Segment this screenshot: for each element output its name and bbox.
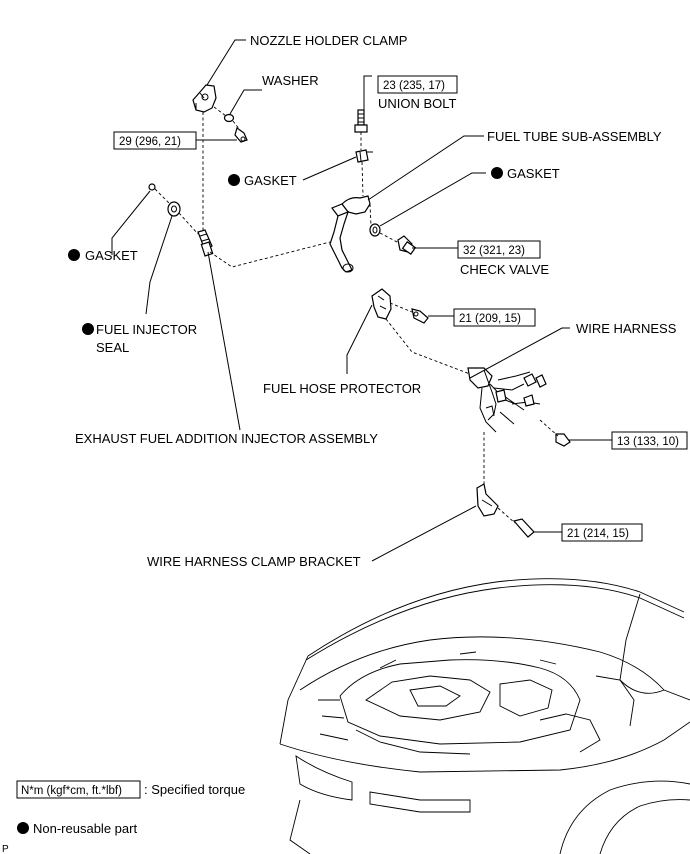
clamp-bolt-part — [234, 127, 248, 143]
wire-harness-part — [467, 367, 547, 433]
label-fuel-injector-seal-line2: SEAL — [96, 340, 129, 355]
label-fuel-injector-seal-line1: FUEL INJECTOR — [96, 322, 197, 337]
torque-protector-bolt: 21 (209, 15) — [453, 308, 536, 327]
fuel-tube-part — [329, 195, 371, 273]
label-gasket-union: GASKET — [244, 173, 297, 188]
torque-union-bolt: 23 (235, 17) — [377, 75, 458, 94]
legend-nonreusable-desc: Non-reusable part — [33, 821, 137, 836]
protector-bolt-part — [411, 308, 429, 324]
torque-harness-bolt-text: 13 (133, 10) — [617, 436, 679, 448]
label-check-valve: CHECK VALVE — [460, 262, 549, 277]
torque-nozzle-clamp: 29 (296, 21) — [113, 131, 237, 150]
nonreusable-icon-gasket-union — [228, 174, 240, 186]
union-gasket-part — [355, 149, 369, 163]
legend-torque-box-text: N*m (kgf*cm, ft.*lbf) — [21, 785, 122, 797]
label-fuel-tube: FUEL TUBE SUB-ASSEMBLY — [487, 129, 662, 144]
torque-nozzle-clamp-text: 29 (296, 21) — [119, 136, 181, 148]
nozzle-holder-clamp-part — [192, 84, 217, 113]
torque-protector-bolt-text: 21 (209, 15) — [459, 313, 521, 325]
torque-bracket-bolt: 21 (214, 15) — [561, 523, 643, 542]
legend-torque-desc: : Specified torque — [144, 782, 245, 797]
washer-part — [223, 113, 235, 123]
nonreusable-icon-gasket-injector — [68, 249, 80, 261]
torque-harness-bolt: 13 (133, 10) — [611, 431, 688, 450]
car-front-illustration — [279, 578, 690, 854]
assembly-lines — [154, 106, 559, 524]
label-gasket-check: GASKET — [507, 166, 560, 181]
nonreusable-icon-gasket-check — [491, 167, 503, 179]
label-washer: WASHER — [262, 73, 319, 88]
label-union-bolt: UNION BOLT — [378, 96, 457, 111]
torque-union-bolt-text: 23 (235, 17) — [383, 80, 445, 92]
union-bolt-part — [354, 109, 368, 133]
legend: N*m (kgf*cm, ft.*lbf) : Specified torque… — [16, 780, 245, 836]
torque-check-valve: 32 (321, 23) — [457, 240, 541, 259]
check-valve-part — [397, 235, 417, 255]
label-gasket-injector: GASKET — [85, 248, 138, 263]
fuel-hose-protector-part — [371, 288, 392, 320]
check-valve-gasket-part — [369, 223, 381, 237]
label-nozzle-holder-clamp: NOZZLE HOLDER CLAMP — [250, 33, 407, 48]
nonreusable-legend-icon — [17, 822, 29, 834]
label-clamp-bracket: WIRE HARNESS CLAMP BRACKET — [147, 554, 361, 569]
nonreusable-icon-injector-seal — [82, 323, 94, 335]
injector-gasket-part — [148, 183, 156, 191]
page-marker: P — [2, 844, 9, 854]
bracket-bolt-part — [512, 518, 535, 538]
leader-lines — [111, 39, 612, 562]
torque-bracket-bolt-text: 21 (214, 15) — [567, 528, 629, 540]
clamp-bracket-part — [476, 483, 499, 517]
label-fuel-hose-protector: FUEL HOSE PROTECTOR — [263, 381, 421, 396]
fuel-injector-seal-part — [167, 201, 181, 217]
harness-bolt-part — [555, 433, 571, 447]
torque-check-valve-text: 32 (321, 23) — [463, 245, 525, 257]
label-exhaust-injector: EXHAUST FUEL ADDITION INJECTOR ASSEMBLY — [75, 431, 378, 446]
label-wire-harness: WIRE HARNESS — [576, 321, 677, 336]
